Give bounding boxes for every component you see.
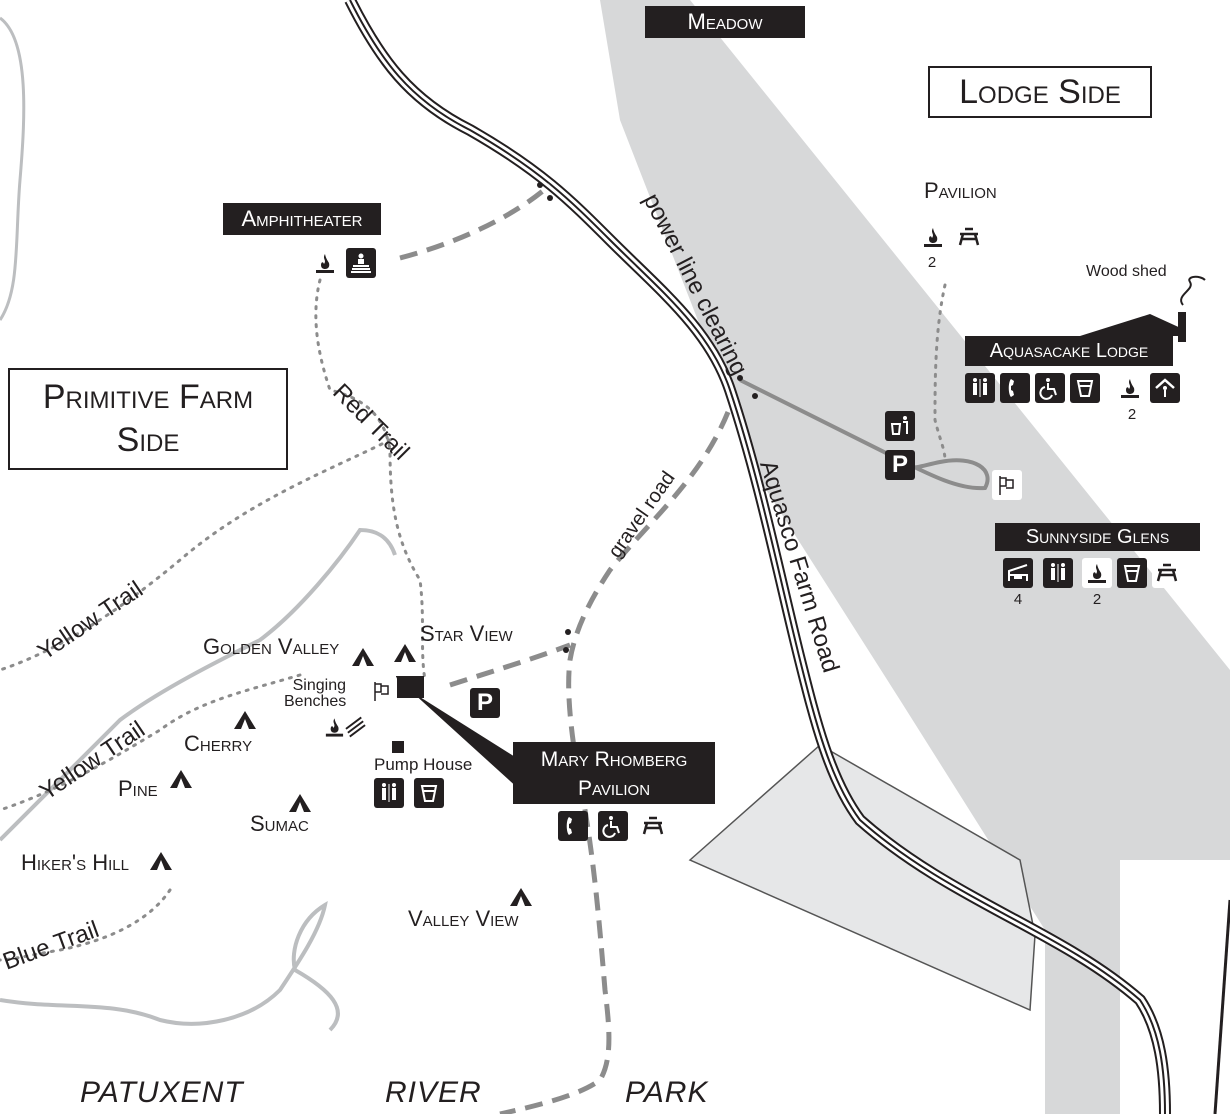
tent-icon [289, 794, 311, 812]
restroom-icon [1043, 558, 1073, 588]
primitive-farm-side-label: Primitive Farm Side [8, 368, 288, 470]
dotted-trails [0, 278, 947, 962]
firepit-icon [310, 248, 340, 278]
gray-boundary-bottom [0, 900, 340, 1032]
tent-icon [234, 711, 256, 729]
flag-icon [992, 470, 1022, 500]
firepit-icon [1115, 373, 1145, 403]
lodge-firepit-count: 2 [1127, 406, 1137, 423]
campsite-valley-view: Valley View [408, 906, 519, 931]
singing-benches-label: Singing Benches [284, 678, 346, 710]
trash-icon [885, 411, 915, 441]
water-icon [1117, 558, 1147, 588]
gray-boundary-lower [0, 527, 397, 842]
tent-icon [352, 648, 374, 666]
aquasco-farm-road [344, 0, 1230, 1114]
firepit-icon [1082, 558, 1112, 588]
campsite-cherry: Cherry [184, 731, 253, 756]
patuxent-label: PATUXENT [80, 1076, 244, 1109]
aquasacake-lodge-label: Aquasacake Lodge [965, 336, 1173, 366]
mary-rhomberg-line1: Mary Rhomberg [540, 748, 688, 771]
pump-house-building [392, 741, 404, 753]
benches-firepit-icon [322, 712, 368, 742]
primitive-farm-side-line2: Side [116, 421, 180, 459]
pavilion-building [396, 676, 424, 698]
tent-icon [150, 852, 172, 870]
restroom-icon [374, 778, 404, 808]
power-line-clearing-band [600, 0, 1230, 1114]
wheelchair-icon [1035, 373, 1065, 403]
campsite-sumac: Sumac [250, 811, 309, 836]
sunnyside-shelter-count: 4 [1013, 591, 1023, 608]
pump-house-label: Pump House [374, 755, 473, 774]
primitive-farm-side-line1: Primitive Farm [42, 378, 254, 416]
sunnyside-glens-label: Sunnyside Glens [995, 523, 1200, 551]
singing-benches-line2: Benches [284, 693, 347, 710]
campsite-star-view: Star View [420, 621, 513, 646]
restroom-icon [965, 373, 995, 403]
campsite-pine: Pine [118, 776, 158, 801]
pavilion-firepit-count: 2 [927, 254, 937, 271]
firepit-icon [918, 222, 948, 252]
phone-icon [558, 811, 588, 841]
wheelchair-icon [598, 811, 628, 841]
shelter-lean-to-icon [1003, 558, 1033, 588]
wood-shed-label: Wood shed [1086, 263, 1167, 280]
tent-icon [510, 888, 532, 906]
mary-rhomberg-line2: Pavilion [577, 777, 651, 800]
amphitheater-icon [346, 248, 376, 278]
lodge-building [1080, 275, 1206, 342]
pavilion-parking-icon: P [470, 688, 500, 718]
campsite-hikers-hill: Hiker's Hill [21, 850, 129, 875]
gray-boundary-upper [0, 16, 26, 321]
amphitheater-label: Amphitheater [223, 203, 381, 235]
sunnyside-firepit-count: 2 [1092, 591, 1102, 608]
shelter-icon [1150, 373, 1180, 403]
junction-marks [537, 182, 758, 653]
phone-icon [1000, 373, 1030, 403]
callout-pointer [412, 692, 520, 790]
meadow-label: Meadow [645, 6, 805, 38]
water-icon [1070, 373, 1100, 403]
lodge-driveway [739, 378, 990, 491]
lodge-side-label: Lodge Side [928, 66, 1152, 118]
water-icon [414, 778, 444, 808]
park-label: PARK [625, 1076, 709, 1109]
pavilion-label: Pavilion [924, 178, 997, 203]
campsite-golden-valley: Golden Valley [203, 634, 340, 659]
river-label: RIVER [385, 1076, 482, 1109]
singing-benches-line1: Singing [292, 677, 346, 694]
picnic-table-icon [954, 222, 984, 252]
tent-icon [394, 644, 416, 662]
field-area [688, 744, 1036, 1012]
mary-rhomberg-pavilion-label: Mary Rhomberg Pavilion [513, 742, 715, 804]
tent-icon [170, 770, 192, 788]
flag-icon [367, 676, 397, 706]
lodge-parking-icon: P [885, 450, 915, 480]
picnic-table-icon [638, 811, 668, 841]
picnic-table-icon [1152, 558, 1182, 588]
